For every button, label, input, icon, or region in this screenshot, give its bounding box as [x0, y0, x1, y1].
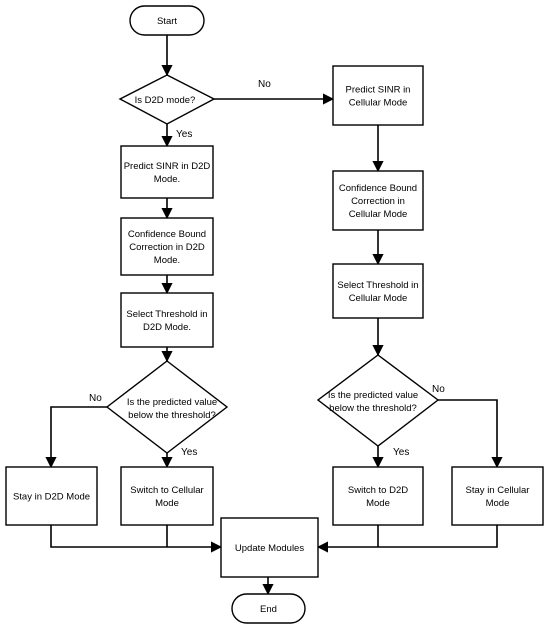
label-no-left: No [89, 393, 102, 404]
conf-d2d-line: Mode. [154, 255, 180, 266]
label-no-right: No [432, 384, 445, 395]
stay-d2d-box: Stay in D2D Mode [5, 466, 98, 526]
edge-labels: No Yes No Yes No Yes [89, 79, 445, 458]
predict-d2d-line: Predict SINR in D2D [124, 161, 211, 172]
predict-sinr-d2d-box: Predict SINR in D2D Mode. [120, 145, 214, 199]
select-threshold-cellular-box: Select Threshold in Cellular Mode [332, 263, 424, 319]
svg-text:Stay in D2D Mode: Stay in D2D Mode [13, 492, 90, 503]
select-threshold-d2d-box: Select Threshold in D2D Mode. [120, 292, 214, 348]
label-yes-right: Yes [393, 447, 409, 458]
label-yes-left: Yes [181, 447, 197, 458]
svg-text:Update Modules: Update Modules [235, 543, 304, 554]
label-yes-top: Yes [176, 129, 192, 140]
end-node: End [231, 593, 306, 624]
conf-cell-line: Correction in [351, 196, 405, 207]
cellular-threshold-decision: Is the predicted value below the threshol… [316, 354, 440, 447]
line-stay-cellular-merge [316, 525, 498, 553]
start-line: Start [157, 16, 177, 27]
conf-d2d-line: Correction in D2D [129, 242, 205, 253]
switch-cell-line: Switch to Cellular [130, 485, 203, 496]
d2d-threshold-decision: Is the predicted value below the threshol… [105, 360, 229, 454]
stay-d2d-line: Stay in D2D Mode [13, 492, 90, 503]
predict-cell-line: Cellular Mode [349, 98, 408, 109]
switch-d2d-line: Switch to D2D [348, 485, 408, 496]
svg-text:End: End [260, 604, 277, 615]
is-d2d-decision: Is D2D mode? [118, 74, 216, 125]
conf-d2d-line: Confidence Bound [128, 229, 206, 240]
thresh-d2d-line: D2D Mode. [143, 322, 191, 333]
dec-d2d-line: below the threshold? [128, 410, 216, 421]
end-line: End [260, 604, 277, 615]
dec-d2d-line: Is the predicted value [127, 397, 217, 408]
label-no-top: No [258, 79, 271, 90]
thresh-cell-line: Select Threshold in [337, 280, 418, 291]
dec-cell-line: Is the predicted value [328, 390, 418, 401]
svg-text:Start: Start [157, 16, 177, 27]
predict-d2d-line: Mode. [154, 174, 180, 185]
dec-cell-line: below the threshold? [329, 403, 417, 414]
conf-cell-line: Cellular Mode [349, 209, 408, 220]
arrow-decision-d2d-no-to-stay [45, 406, 121, 469]
start-node: Start [129, 5, 205, 36]
stay-cell-line: Mode [486, 498, 510, 509]
update-line: Update Modules [235, 543, 304, 554]
predict-cell-line: Predict SINR in [346, 85, 411, 96]
thresh-d2d-line: Select Threshold in [126, 309, 207, 320]
predict-sinr-cellular-box: Predict SINR in Cellular Mode [332, 65, 424, 126]
conf-cell-line: Confidence Bound [339, 183, 417, 194]
is-d2d-line: Is D2D mode? [135, 95, 196, 106]
svg-text:Is D2D mode?: Is D2D mode? [135, 95, 196, 106]
stay-cell-line: Stay in Cellular [466, 485, 530, 496]
update-modules-box: Update Modules [220, 517, 319, 578]
connectors [45, 35, 503, 596]
arrow-decision-cell-no-to-stay [424, 399, 503, 469]
switch-to-d2d-box: Switch to D2D Mode [332, 466, 424, 526]
thresh-cell-line: Cellular Mode [349, 293, 408, 304]
line-stay-d2d-merge [50, 525, 223, 553]
switch-d2d-line: Mode [366, 498, 390, 509]
switch-cell-line: Mode [155, 498, 179, 509]
